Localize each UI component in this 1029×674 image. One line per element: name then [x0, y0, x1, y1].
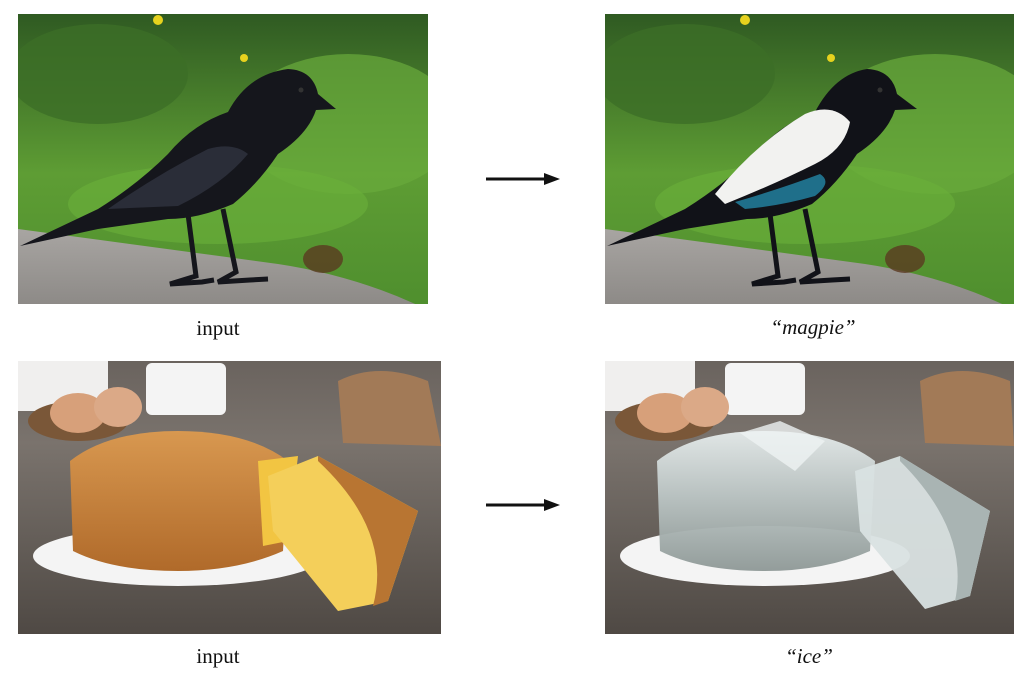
ice-cake-photo [605, 361, 1014, 634]
right-arrow-icon [486, 172, 560, 186]
right-arrow-icon [486, 498, 560, 512]
input-caption-row-1: input [196, 316, 240, 340]
output-caption-row-1: “magpie” [770, 315, 856, 339]
sponge-cake-photo [18, 361, 441, 634]
magpie-photo [605, 14, 1014, 304]
input-caption-row-2: input [196, 644, 240, 668]
crow-photo [18, 14, 428, 304]
output-caption-row-2: “ice” [785, 644, 833, 668]
